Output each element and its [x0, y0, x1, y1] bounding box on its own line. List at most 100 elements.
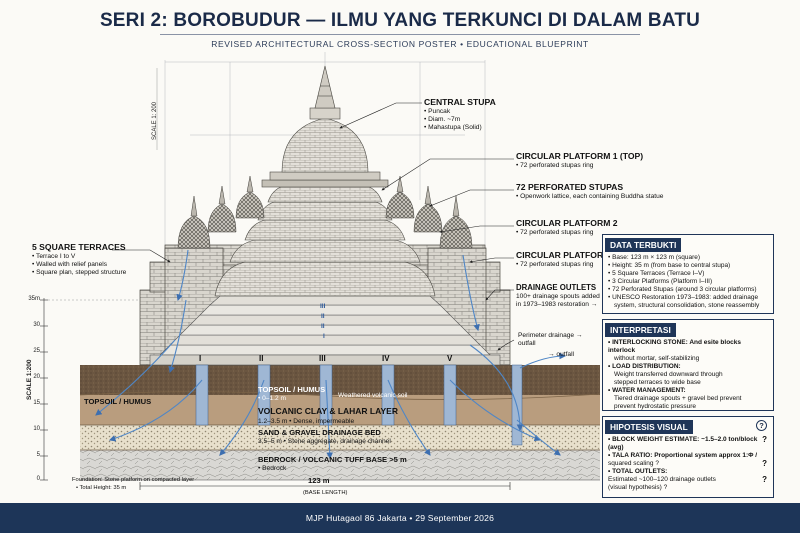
terrace-numeral: II: [259, 354, 264, 363]
callout-line: • 72 perforated stupas ring: [516, 162, 594, 169]
callout-square-terraces: 5 SQUARE TERRACES • Terrace I to V • Wal…: [32, 242, 126, 277]
bedrock-sub: • Bedrock: [258, 465, 287, 472]
tick-label: 20: [33, 374, 40, 380]
poster-subtitle: REVISED ARCHITECTURAL CROSS-SECTION POST…: [211, 39, 589, 49]
callout-line: • Puncak: [424, 108, 451, 115]
tick-label: 0: [36, 476, 40, 482]
perimeter-drainage-label: Perimeter drainage → outfall: [518, 332, 583, 347]
bedrock-label: BEDROCK / VOLCANIC TUFF BASE >5 m: [258, 455, 407, 464]
clay-layer-label: VOLCANIC CLAY & LAHAR LAYER: [258, 406, 398, 416]
circular-platforms: [214, 65, 436, 297]
leader-lines: [112, 102, 515, 351]
topsoil-left-label: TOPSOIL / HUMUS: [84, 397, 152, 406]
tick-label: 5: [36, 452, 40, 458]
callout-line: in 1973–1983 restoration →: [516, 301, 598, 308]
clay-layer-sub: 1.2–3.5 m • Dense, impermeable: [258, 418, 355, 425]
foundation-note: Foundation: Stone platform on compacted …: [72, 477, 195, 483]
weathered-soil-label: Weathered volcanic soil: [338, 392, 408, 399]
panel-line: • 5 Square Terraces (Terrace I–V): [608, 270, 705, 277]
sand-layer-label: SAND & GRAVEL DRAINAGE BED: [258, 428, 381, 437]
terrace-numeral: IV: [382, 354, 390, 363]
panel-line: prevent hydrostatic pressure: [614, 403, 697, 410]
panel-line: stepped terraces to wide base: [614, 379, 701, 386]
callout-line: • Square plan, stepped structure: [32, 269, 127, 276]
soil-layers: [79, 365, 601, 481]
panel-line: • WATER MANAGEMENT:: [608, 387, 686, 394]
panel-line: • Base: 123 m × 123 m (square): [608, 254, 701, 261]
sand-layer-sub: 3.5–5 m • Stone aggregate, drainage chan…: [258, 438, 391, 445]
callout-72-stupas: 72 PERFORATED STUPAS • Openwork lattice,…: [516, 182, 663, 201]
callout-line: • Mahastupa (Solid): [424, 124, 482, 131]
callout-head: 5 SQUARE TERRACES: [32, 242, 126, 252]
panel-line: • 72 Perforated Stupas (around 3 circula…: [608, 286, 757, 293]
callout-line: 100+ drainage spouts added: [516, 293, 600, 300]
tick-label: 10: [33, 426, 40, 432]
panel-hipotesis-visual: HIPOTESIS VISUAL ? • BLOCK WEIGHT ESTIMA…: [602, 416, 774, 498]
callout-line: • Walled with relief panels: [32, 261, 107, 268]
terrace-numeral: V: [447, 354, 453, 363]
base-length-label: 123 m: [308, 476, 330, 485]
panel-heading: HIPOTESIS VISUAL: [605, 420, 693, 434]
stepped-stairway: [149, 295, 501, 366]
callout-platform-3: CIRCULAR PLATFORM 3 • 72 perforated stup…: [516, 250, 618, 269]
water-flow-arrows: [95, 249, 567, 460]
panel-line: • Height: 35 m (from base to central stu…: [608, 262, 731, 269]
tick-label: 30: [33, 322, 40, 328]
stair-numeral: II: [321, 313, 325, 320]
panel-line: • 3 Circular Platforms (Platform I–III): [608, 278, 713, 285]
tick-label: 35m: [28, 296, 40, 302]
poster-title: SERI 2: BOROBUDUR — ILMU YANG TERKUNCI D…: [99, 10, 701, 31]
topsoil-sub: • 0–1.2 m: [258, 395, 286, 402]
panel-data-terbukti: DATA TERBUKTI • Base: 123 m × 123 m (squ…: [602, 234, 774, 314]
stair-numeral: II: [321, 323, 325, 330]
total-height-note: • Total Height: 35 m: [76, 485, 127, 491]
panel-line: • INTERLOCKING STONE: And esite blocks i…: [608, 339, 742, 354]
callout-head: 72 PERFORATED STUPAS: [516, 182, 624, 192]
terrace-numeral: I: [199, 354, 202, 363]
callout-platform-1: CIRCULAR PLATFORM 1 (TOP) • 72 perforate…: [516, 151, 643, 170]
callout-head: CIRCULAR PLATFORM 2: [516, 218, 618, 228]
callout-line: • Diam. ~7m: [424, 116, 461, 123]
panel-heading: DATA TERBUKTI: [605, 238, 682, 252]
scale-top-label: SCALE 1: 200: [152, 101, 158, 140]
perforated-stupas: [177, 175, 473, 249]
panel-heading: INTERPRETASI: [605, 323, 676, 337]
callout-central-stupa: CENTRAL STUPA • Puncak • Diam. ~7m • Mah…: [424, 97, 496, 132]
callout-line: • Openwork lattice, each containing Budd…: [516, 193, 664, 200]
callout-platform-2: CIRCULAR PLATFORM 2 • 72 perforated stup…: [516, 218, 618, 237]
callout-drainage: DRAINAGE OUTLETS 100+ drainage spouts ad…: [516, 283, 600, 309]
title-divider: [160, 34, 640, 35]
tick-label: 15: [33, 400, 40, 406]
callout-head: CIRCULAR PLATFORM 3: [516, 250, 618, 260]
callout-line: • 72 perforated stupas ring: [516, 261, 594, 268]
callout-head: DRAINAGE OUTLETS: [516, 283, 597, 292]
left-scale-bar: [40, 298, 140, 481]
panel-line: squared scaling ??: [608, 459, 767, 468]
footer-credit: MJP Hutagaol 86 Jakarta • 29 September 2…: [0, 503, 800, 533]
panel-line: Estimated ~100–120 drainage outlets?: [608, 475, 767, 484]
panel-line: • UNESCO Restoration 1973–1983: added dr…: [608, 294, 759, 301]
tick-label: 25: [33, 348, 40, 354]
stair-numeral: I: [323, 333, 325, 340]
panel-line: without mortar, self-stabilizing: [614, 355, 700, 362]
callout-head: CIRCULAR PLATFORM 1 (TOP): [516, 151, 644, 161]
outfall-label: → outfall: [548, 351, 575, 358]
panel-line: Tiered drainage spouts + gravel bed prev…: [614, 395, 742, 402]
panel-line: • TALA RATIO: Proportional system approx…: [608, 452, 758, 459]
callout-line: • Terrace I to V: [32, 253, 76, 260]
question-icon: ?: [756, 420, 767, 431]
callout-line: • 72 perforated stupas ring: [516, 229, 594, 236]
callout-head: CENTRAL STUPA: [424, 97, 496, 107]
panel-line: • TOTAL OUTLETS:: [608, 468, 668, 475]
panel-line: (visual hypothesis) ?: [608, 484, 668, 491]
panel-interpretasi: INTERPRETASI • INTERLOCKING STONE: And e…: [602, 319, 774, 411]
panel-line: • LOAD DISTRIBUTION:: [608, 363, 681, 370]
terrace-numeral: III: [319, 354, 326, 363]
panel-line: Weight transferred downward through: [614, 371, 723, 378]
base-length-dimension: [139, 482, 511, 490]
stair-numeral: III: [320, 303, 326, 310]
base-length-sub: (BASE LENGTH): [303, 490, 348, 496]
panel-line: system, structural consolidation, stone …: [614, 302, 760, 309]
panel-line: • BLOCK WEIGHT ESTIMATE: ~1.5–2.0 ton/bl…: [608, 435, 767, 452]
